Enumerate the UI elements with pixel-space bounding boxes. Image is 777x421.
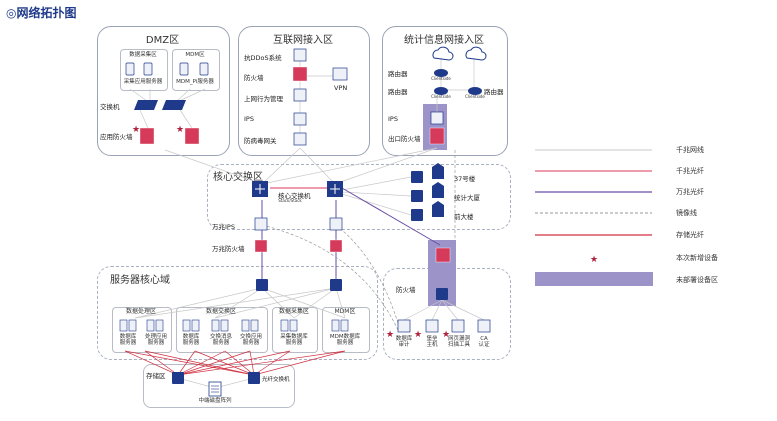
server-group-3-label: 数据采集区 xyxy=(278,308,309,315)
dmz-group1-label: 数据采集区 xyxy=(129,52,157,58)
security-item-4: CA 认证 xyxy=(478,336,490,349)
internet-vpn-label: VPN xyxy=(334,84,348,92)
server-6: 采集数据库 服务器 xyxy=(280,334,308,347)
dmz-group2-sub: MDM_Pi服务器 xyxy=(176,79,214,85)
internet-behavior-label: 上网行为管理 xyxy=(244,95,283,103)
server-3: 数据库 服务器 xyxy=(182,334,200,347)
server-group-4-label: MDM区 xyxy=(334,308,356,315)
dmz-zone xyxy=(97,26,230,156)
svg-text:★: ★ xyxy=(386,330,394,340)
stats-router1-label: 路由器 xyxy=(388,70,408,78)
dmz-group2-label: MDM区 xyxy=(185,52,205,58)
stats-router3-sub: Clientside xyxy=(465,94,485,99)
dmz-switch-icons xyxy=(134,100,186,110)
stats-router3-label: 路由器 xyxy=(484,88,504,96)
internet-zone-title: 互联网接入区 xyxy=(273,35,333,46)
legend-label-6: 本次新增设备 xyxy=(676,254,718,262)
storage-label: 存储区 xyxy=(146,372,166,380)
legend-label-5: 存储光纤 xyxy=(676,231,704,239)
internet-ips-label: IPS xyxy=(244,115,254,123)
stats-zone-title: 统计信息网接入区 xyxy=(404,35,484,46)
server-7: MDM数据库 服务器 xyxy=(329,334,361,347)
svg-text:★: ★ xyxy=(442,330,450,340)
security-fw-label: 防火墙 xyxy=(396,286,416,294)
server-group-2-label: 数据交换区 xyxy=(205,308,236,315)
dmz-firewall-label: 应用防火墙 xyxy=(100,133,133,141)
internet-firewall-label: 防火墙 xyxy=(244,74,264,82)
legend-label-3: 万兆光纤 xyxy=(676,188,704,196)
dmz-server-icons xyxy=(125,62,209,76)
server-1: 数据库 服务器 xyxy=(119,334,137,347)
stats-router1-sub: Clientside xyxy=(431,76,451,81)
legend-label-7: 未部署设备区 xyxy=(676,276,718,284)
disk-array-label: 中端磁盘阵列 xyxy=(198,398,232,404)
svg-text:★: ★ xyxy=(176,125,184,135)
legend-label-4: 镜像线 xyxy=(676,209,697,217)
fiber-switch-label: 光纤交换机 xyxy=(262,377,290,383)
stats-router2-sub: Clientside xyxy=(431,94,451,99)
internet-antivirus-label: 防病毒网关 xyxy=(244,137,277,145)
legend-marks xyxy=(535,149,653,286)
svg-text:★: ★ xyxy=(590,255,598,265)
svg-text:★: ★ xyxy=(132,125,140,135)
mid-ips-label: 万兆IPS xyxy=(212,223,235,231)
mid-fw-label: 万兆防火墙 xyxy=(212,245,245,253)
dmz-switch-label: 交换机 xyxy=(100,103,120,111)
svg-text:★: ★ xyxy=(414,330,422,340)
building-2-label: 统计大厦 xyxy=(454,194,480,202)
core-switch-sub: Stack/Stack xyxy=(278,198,302,203)
server-4: 交换消息 服务器 xyxy=(209,334,232,347)
server-5: 交换应用 服务器 xyxy=(239,334,262,347)
legend-label-1: 千兆网线 xyxy=(676,146,704,154)
server-group-1-label: 数据处理区 xyxy=(125,308,156,315)
core-switch-label: 核心交换机 xyxy=(278,192,311,200)
security-item-1: 数据库 审计 xyxy=(395,336,413,349)
stats-ips-label: IPS xyxy=(388,115,398,123)
legend-label-2: 千兆光纤 xyxy=(676,167,704,175)
stats-router2-label: 路由器 xyxy=(388,88,408,96)
stats-exit-fw-label: 出口防火墙 xyxy=(388,135,421,143)
building-1-label: 37号楼 xyxy=(454,175,476,183)
firewall-icons xyxy=(139,66,451,263)
dmz-zone-title: DMZ区 xyxy=(145,35,180,46)
server-zone-title: 服务器核心域 xyxy=(110,275,170,286)
core-zone-title: 核心交换区 xyxy=(213,172,263,183)
security-item-2: 堡垒 主机 xyxy=(426,336,438,349)
security-item-3: 网页漏洞 扫描工具 xyxy=(447,336,470,349)
building-3-label: 前大楼 xyxy=(454,213,474,221)
page-title: ◎网络拓扑图 xyxy=(6,6,77,20)
internet-ddos-label: 抗DDoS系统 xyxy=(244,54,282,62)
server-2: 处理应用 服务器 xyxy=(144,334,167,347)
dmz-group1-sub: 采集应用服务器 xyxy=(123,79,163,85)
